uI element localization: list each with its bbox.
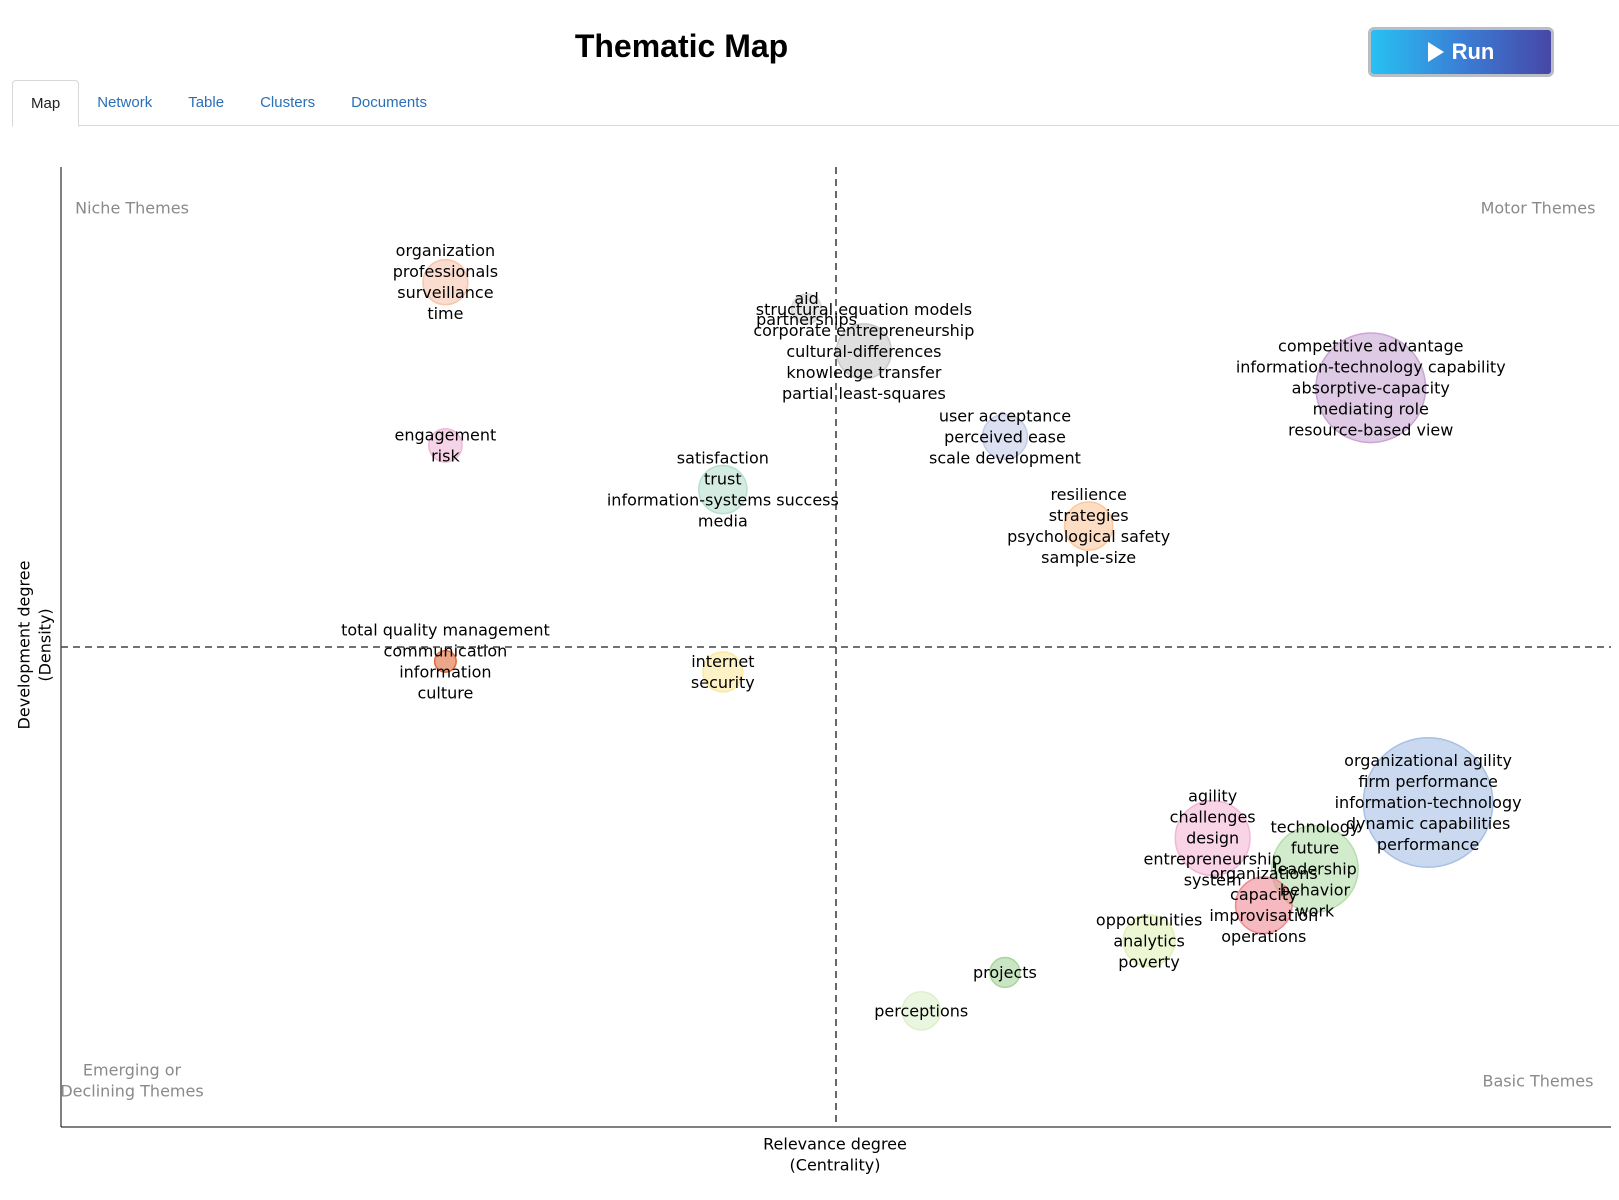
cluster-label-9-4: resource-based view: [1288, 420, 1453, 439]
cluster-label-4-0: structural equation models: [756, 300, 972, 319]
cluster-bubble-5: [698, 464, 748, 515]
tab-bar: Map Network Table Clusters Documents: [12, 80, 1619, 127]
cluster-label-16-0: perceptions: [874, 1001, 968, 1020]
cluster-bubble-6: [702, 651, 744, 693]
cluster-label-12-4: system: [1184, 871, 1242, 890]
cluster-bubble-1: [428, 428, 463, 463]
cluster-label-11-2: leadership: [1273, 859, 1357, 878]
run-button[interactable]: Run: [1368, 27, 1554, 77]
cluster-label-7-1: perceived ease: [944, 427, 1066, 446]
quadrant-label-niche: Niche Themes: [75, 199, 189, 218]
cluster-bubble-8: [1063, 501, 1114, 551]
cluster-bubble-4: [835, 323, 893, 380]
cluster-label-14-0: opportunities: [1096, 910, 1202, 929]
cluster-bubble-3: [790, 293, 823, 325]
cluster-label-4-3: knowledge transfer: [786, 363, 941, 382]
cluster-label-8-1: strategies: [1049, 506, 1129, 525]
cluster-bubble-16: [901, 991, 942, 1031]
cluster-label-2-0: total quality management: [341, 620, 550, 639]
cluster-bubble-10: [1362, 737, 1494, 869]
cluster-label-1-1: risk: [431, 446, 460, 465]
cluster-label-9-1: information-technology capability: [1236, 357, 1506, 376]
cluster-label-4-2: cultural-differences: [786, 342, 941, 361]
cluster-label-10-4: performance: [1377, 835, 1479, 854]
quadrant-label-basic: Basic Themes: [1483, 1072, 1594, 1091]
cluster-label-11-4: work: [1296, 901, 1335, 920]
y-axis-title-line-1: (Density): [36, 608, 55, 681]
cluster-label-2-2: information: [399, 662, 491, 681]
cluster-label-9-3: mediating role: [1313, 399, 1429, 418]
cluster-label-7-0: user acceptance: [939, 406, 1071, 425]
cluster-label-0-2: surveillance: [397, 283, 493, 302]
cluster-label-1-0: engagement: [395, 425, 497, 444]
cluster-label-13-3: operations: [1221, 927, 1306, 946]
cluster-bubble-12: [1174, 799, 1251, 877]
cluster-label-15-0: projects: [973, 963, 1037, 982]
cluster-label-12-0: agility: [1188, 787, 1237, 806]
cluster-label-2-1: communication: [384, 641, 508, 660]
cluster-label-7-2: scale development: [929, 448, 1081, 467]
cluster-label-10-2: information-technology: [1335, 793, 1522, 812]
cluster-label-0-0: organization: [396, 241, 495, 260]
cluster-label-4-1: corporate entrepreneurship: [753, 321, 974, 340]
cluster-label-6-1: security: [691, 673, 755, 692]
cluster-label-2-3: culture: [417, 683, 473, 702]
run-button-label: Run: [1451, 39, 1495, 64]
tab-network[interactable]: Network: [97, 94, 153, 111]
cluster-label-5-3: media: [698, 512, 748, 531]
cluster-label-8-2: psychological safety: [1007, 527, 1170, 546]
cluster-label-10-3: dynamic capabilities: [1346, 814, 1510, 833]
cluster-label-13-2: improvisation: [1209, 906, 1318, 925]
cluster-label-11-0: technology: [1271, 817, 1360, 836]
cluster-label-12-3: entrepreneurship: [1143, 850, 1281, 869]
cluster-label-11-3: behavior: [1280, 880, 1351, 899]
cluster-bubble-2: [433, 649, 457, 673]
cluster-bubble-0: [422, 259, 469, 306]
cluster-label-5-1: trust: [704, 470, 742, 489]
cluster-label-12-1: challenges: [1170, 808, 1256, 827]
cluster-label-5-2: information-systems success: [607, 491, 839, 510]
cluster-label-9-2: absorptive-capacity: [1292, 378, 1450, 397]
cluster-label-4-4: partial least-squares: [782, 384, 946, 403]
quadrant-label-emerging-line-1: Declining Themes: [60, 1082, 203, 1101]
cluster-label-3-1: partnerships: [756, 310, 857, 329]
quadrant-label-motor: Motor Themes: [1481, 199, 1596, 218]
cluster-label-6-0: internet: [691, 652, 754, 671]
cluster-label-9-0: competitive advantage: [1278, 336, 1463, 355]
quadrant-label-emerging-line-0: Emerging or: [83, 1061, 182, 1080]
cluster-label-8-0: resilience: [1050, 485, 1126, 504]
cluster-bubble-11: [1271, 824, 1359, 913]
x-axis-title-line-0: Relevance degree: [763, 1135, 907, 1154]
cluster-label-14-1: analytics: [1113, 931, 1185, 950]
cluster-label-10-1: firm performance: [1358, 772, 1498, 791]
cluster-bubble-13: [1234, 876, 1293, 935]
play-icon: [1427, 42, 1444, 62]
tab-map[interactable]: Map: [12, 80, 80, 127]
cluster-bubble-7: [981, 413, 1029, 460]
cluster-label-0-1: professionals: [393, 262, 498, 281]
cluster-label-14-2: poverty: [1118, 952, 1180, 971]
tab-documents[interactable]: Documents: [351, 94, 427, 111]
tab-table[interactable]: Table: [188, 94, 225, 111]
x-axis-title-line-1: (Centrality): [790, 1156, 881, 1175]
cluster-label-8-3: sample-size: [1041, 548, 1136, 567]
cluster-label-11-1: future: [1291, 838, 1339, 857]
cluster-label-13-1: capacity: [1230, 885, 1298, 904]
cluster-label-3-0: aid: [794, 289, 818, 308]
cluster-bubble-9: [1315, 332, 1427, 444]
y-axis-title-line-0: Development degree: [15, 561, 34, 730]
page-title: Thematic Map: [574, 28, 789, 64]
cluster-label-10-0: organizational agility: [1344, 751, 1512, 770]
tab-clusters[interactable]: Clusters: [260, 94, 316, 111]
cluster-label-5-0: satisfaction: [677, 449, 769, 468]
cluster-label-12-2: design: [1186, 829, 1239, 848]
cluster-bubble-15: [989, 956, 1021, 989]
cluster-label-13-0: organizations: [1210, 864, 1318, 883]
cluster-label-0-3: time: [427, 304, 463, 323]
cluster-bubble-14: [1122, 914, 1176, 968]
